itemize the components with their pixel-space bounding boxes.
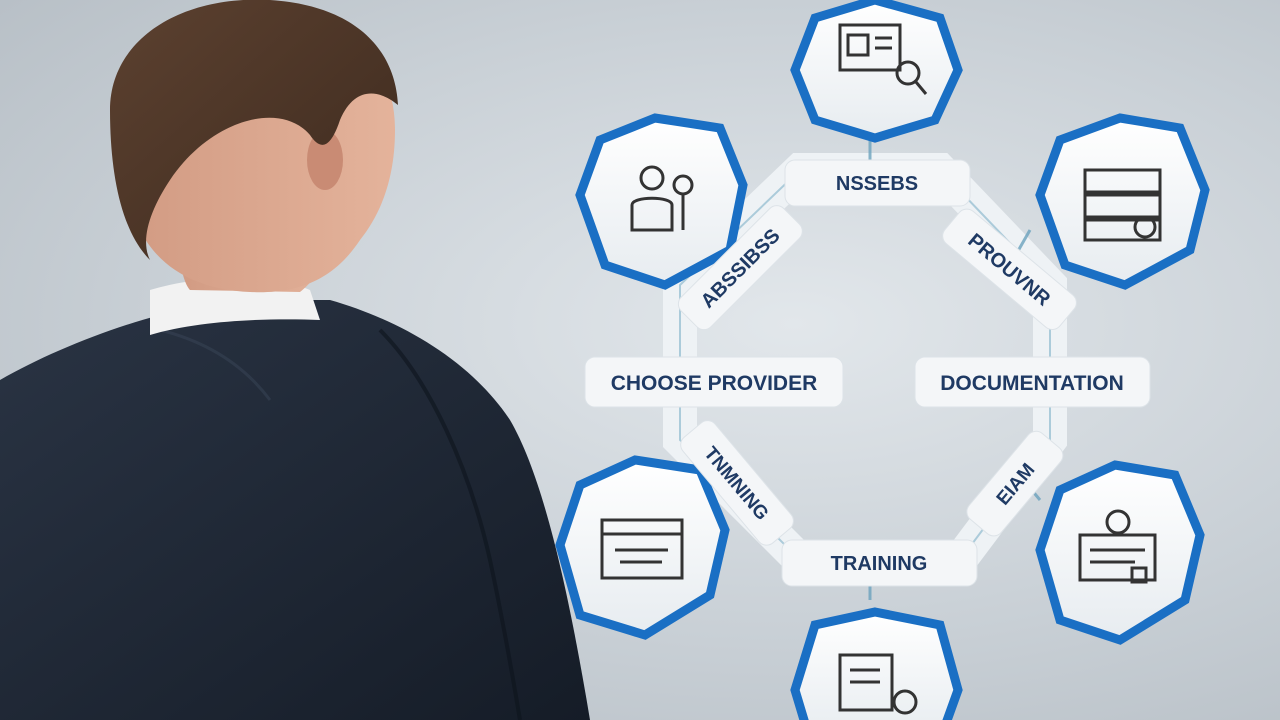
hex-node-upper-left <box>575 113 748 290</box>
label-top: NSSEBS <box>784 159 971 207</box>
server-settings-icon <box>1083 168 1162 242</box>
report-search-icon <box>838 653 918 715</box>
process-diagram: NSSEBS ABSSIBSS PROUVNR CHOOSE PROVIDER … <box>555 0 1210 720</box>
label-right: DOCUMENTATION <box>914 356 1151 408</box>
training-board-icon <box>600 518 684 580</box>
svg-text:NSSEBS: NSSEBS <box>836 173 918 195</box>
hex-node-lower-left <box>555 455 730 640</box>
hex-node-lower-right <box>1035 460 1205 645</box>
id-card-icon <box>1078 509 1157 584</box>
hex-node-bottom <box>790 607 963 720</box>
person-search-icon <box>630 165 694 232</box>
svg-text:TRAINING: TRAINING <box>831 553 928 575</box>
hex-node-upper-right <box>1035 113 1210 290</box>
label-bottom: TRAINING <box>781 539 978 587</box>
svg-text:DOCUMENTATION: DOCUMENTATION <box>940 372 1124 395</box>
hex-node-top <box>790 0 963 143</box>
document-search-icon <box>838 23 928 95</box>
businessman-figure <box>0 0 590 720</box>
svg-text:CHOOSE PROVIDER: CHOOSE PROVIDER <box>611 372 818 395</box>
label-left: CHOOSE PROVIDER <box>584 356 844 408</box>
